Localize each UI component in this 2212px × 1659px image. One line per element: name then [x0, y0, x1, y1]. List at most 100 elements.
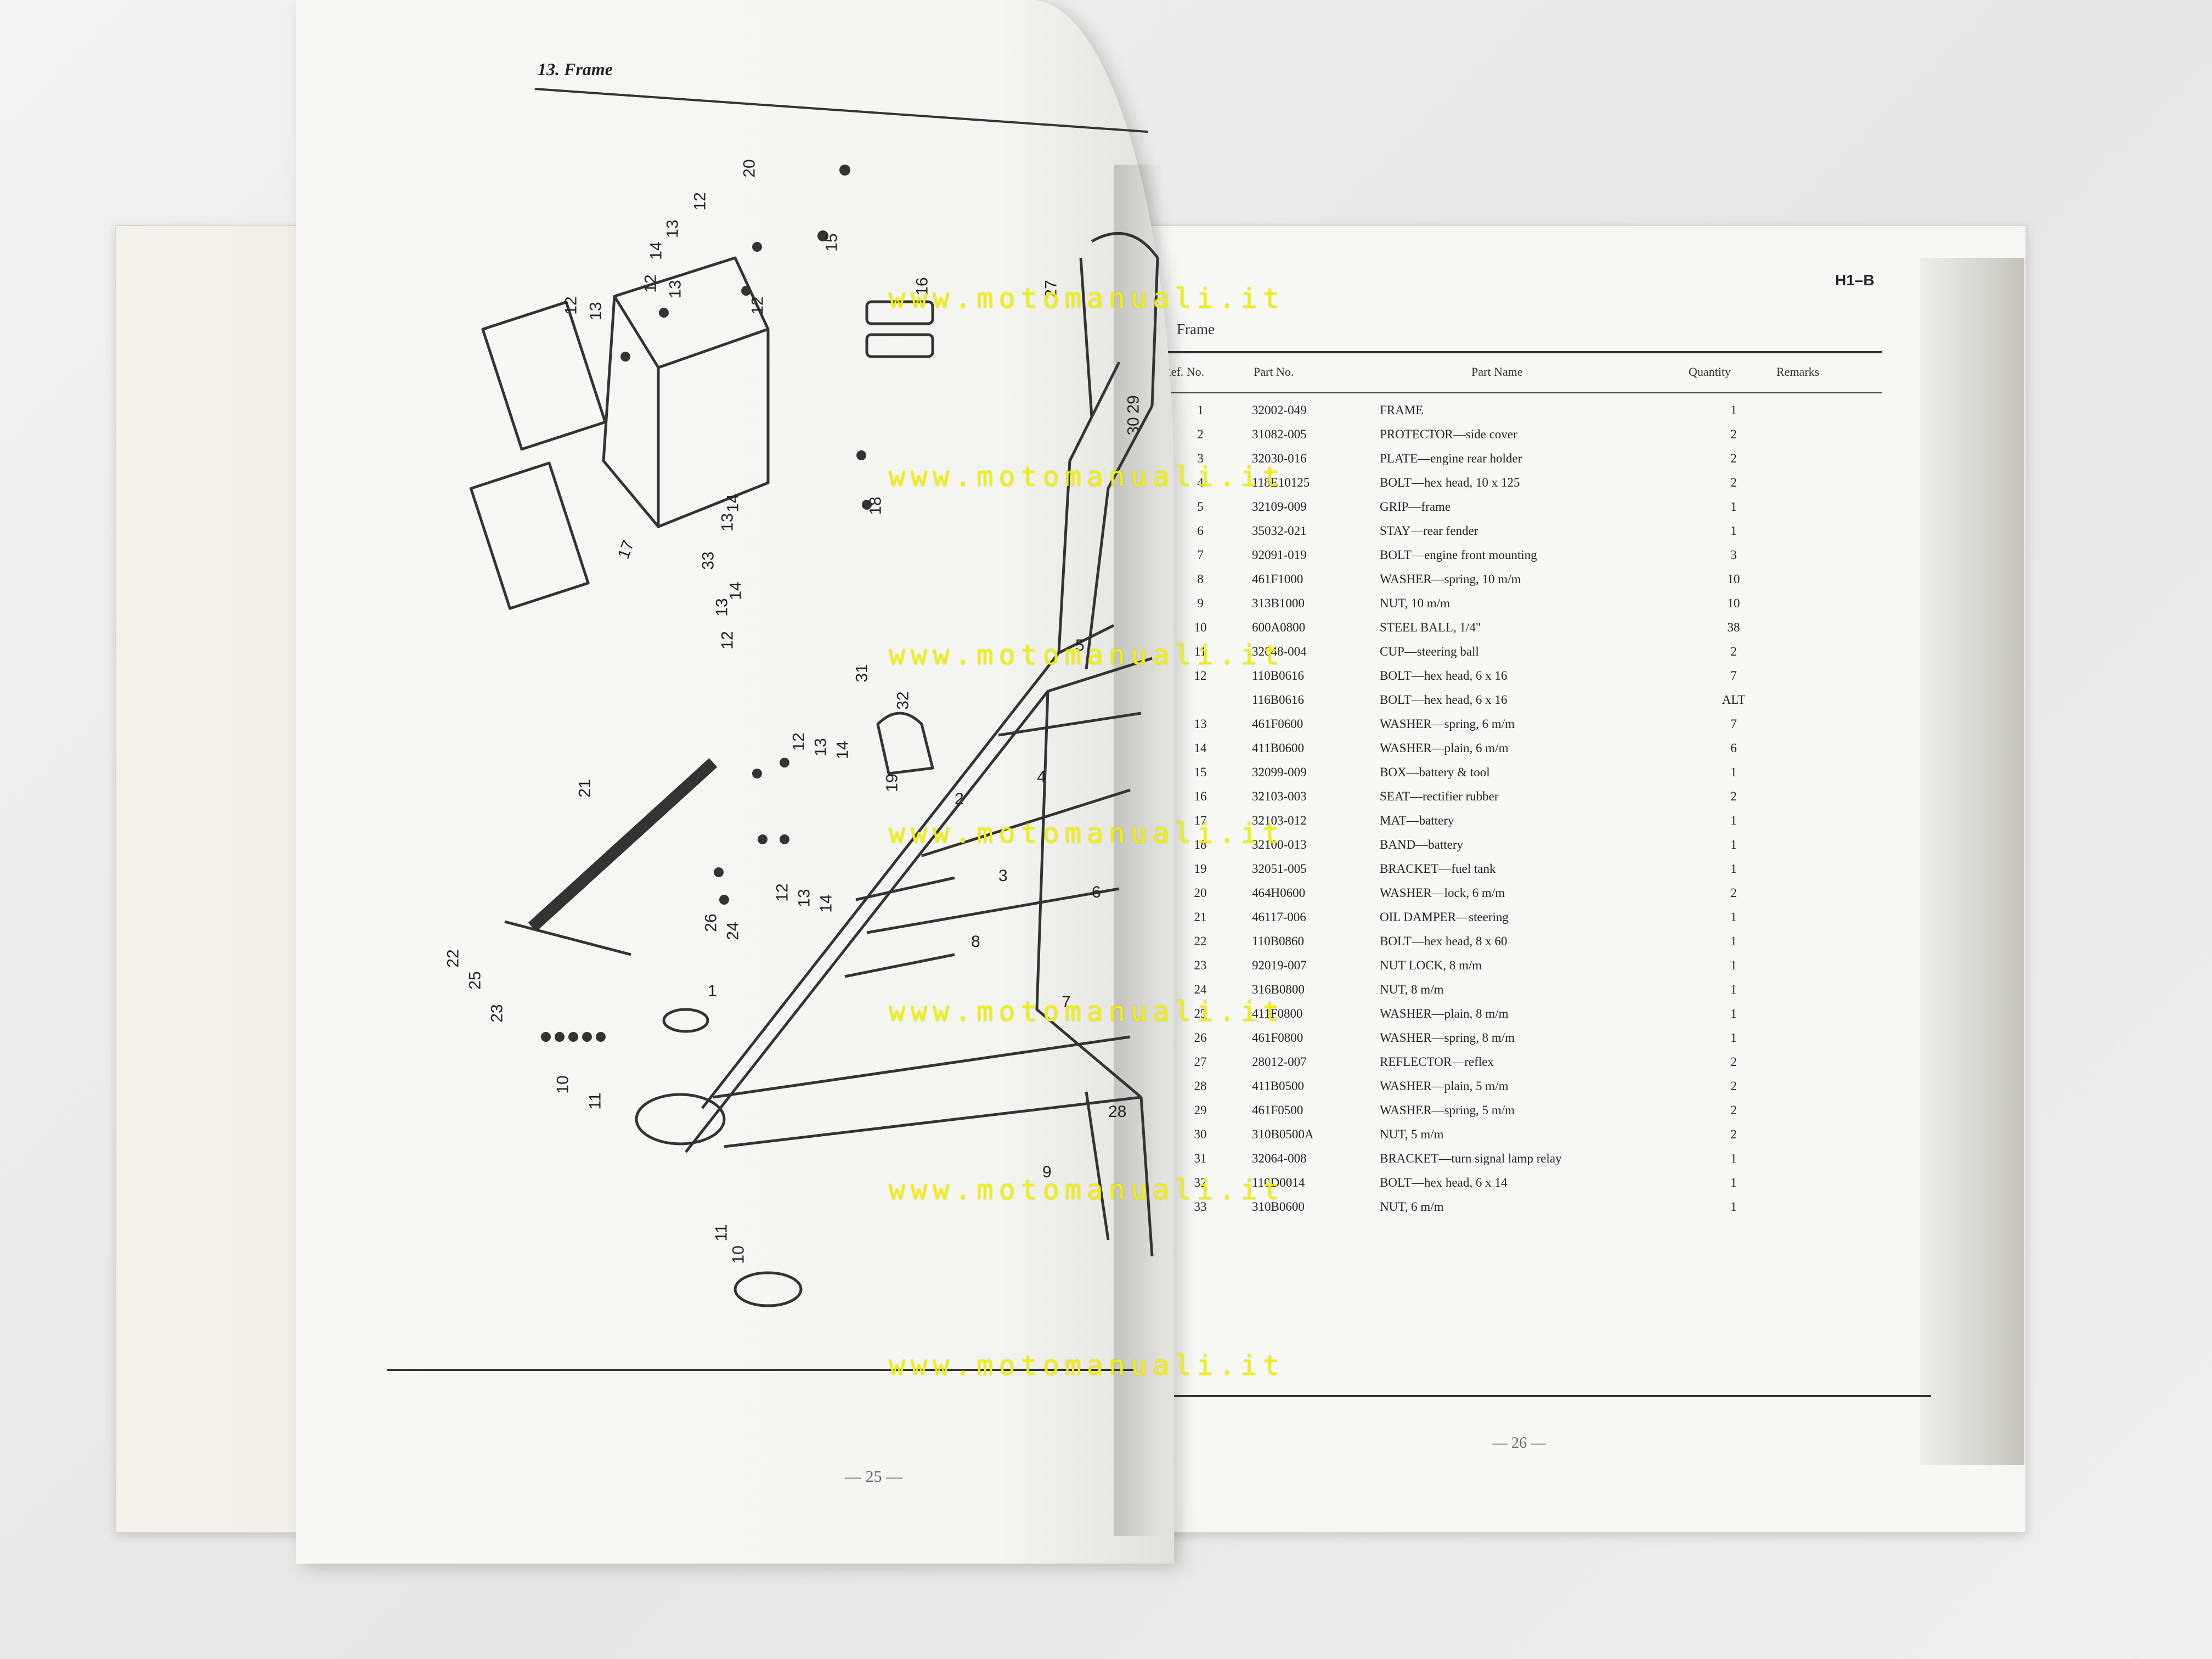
callout-label: 21 — [575, 779, 594, 798]
callout-label: 11 — [712, 1224, 731, 1242]
ref-cell: 6 — [1197, 524, 1204, 538]
quantity-cell: 2 — [1730, 645, 1737, 658]
part-no-cell: 92019-007 — [1252, 958, 1307, 972]
callout-label: 31 — [853, 664, 871, 682]
part-name-cell: WASHER—spring, 5 m/m — [1380, 1103, 1515, 1117]
callout-label: 2 — [955, 790, 964, 808]
callout-label: 10 — [729, 1245, 748, 1264]
ref-cell: 22 — [1194, 934, 1207, 948]
callout-label: 9 — [1042, 1163, 1052, 1181]
part-name-cell: REFLECTOR—reflex — [1380, 1055, 1494, 1069]
bottom-rule-right — [1141, 1395, 1931, 1397]
ref-cell: 7 — [1197, 548, 1204, 562]
part-no-cell: 32051-005 — [1252, 862, 1307, 876]
callout-label: 13 — [586, 302, 605, 320]
part-no-cell: 32109-009 — [1252, 500, 1307, 514]
callout-label: 12 — [748, 296, 767, 315]
part-name-cell: WASHER—plain, 8 m/m — [1380, 1007, 1509, 1020]
callout-label: 15 — [822, 233, 841, 252]
quantity-cell: 1 — [1730, 958, 1737, 972]
ref-cell: 8 — [1197, 572, 1204, 586]
callout-label: 32 — [894, 691, 912, 710]
quantity-cell: 2 — [1730, 1079, 1737, 1093]
quantity-cell: 10 — [1727, 572, 1740, 586]
part-name-cell: GRIP—frame — [1380, 500, 1451, 514]
ref-cell: 24 — [1194, 983, 1207, 996]
quantity-cell: 1 — [1730, 838, 1737, 851]
quantity-cell: 2 — [1730, 476, 1737, 489]
callout-label: 11 — [586, 1092, 605, 1110]
part-name-cell: BRACKET—fuel tank — [1380, 862, 1496, 876]
quantity-cell: 1 — [1730, 862, 1737, 876]
part-no-cell: 411B0600 — [1252, 741, 1304, 755]
callout-label: 19 — [883, 774, 901, 792]
callout-label: 12 — [789, 732, 808, 751]
part-no-cell: 110D0014 — [1252, 1176, 1305, 1189]
callout-label: 4 — [1037, 768, 1046, 786]
callout-label: 12 — [691, 192, 709, 211]
quantity-cell: 1 — [1730, 983, 1737, 996]
section-title: Frame — [1177, 321, 1215, 337]
part-name-cell: PLATE—engine rear holder — [1380, 452, 1522, 465]
ref-cell: 28 — [1194, 1079, 1207, 1093]
part-name-cell: NUT LOCK, 8 m/m — [1380, 958, 1482, 972]
callout-label: 30 — [1124, 417, 1143, 436]
ref-cell: 1 — [1197, 403, 1204, 417]
part-no-cell: 32064-008 — [1252, 1152, 1307, 1165]
callout-label: 6 — [1092, 883, 1101, 901]
callout-label: 20 — [740, 159, 759, 178]
ref-cell: 9 — [1197, 596, 1204, 610]
quantity-cell: 2 — [1730, 1103, 1737, 1117]
part-name-cell: STAY—rear fender — [1380, 524, 1479, 538]
part-name-cell: PROTECTOR—side cover — [1380, 427, 1517, 441]
part-name-cell: NUT, 8 m/m — [1380, 983, 1444, 996]
col-remarks-header: Remarks — [1776, 365, 1820, 379]
part-no-cell: 46117-006 — [1252, 910, 1306, 924]
callout-label: 13 — [713, 598, 731, 617]
callout-label: 22 — [444, 949, 462, 968]
callout-label: 8 — [971, 933, 980, 951]
part-no-cell: 32002-049 — [1252, 403, 1307, 417]
ref-cell: 27 — [1194, 1055, 1207, 1069]
battery-mat — [481, 301, 607, 451]
callout-label: 13 — [795, 889, 814, 907]
part-name-cell: BOLT—engine front mounting — [1380, 548, 1537, 562]
callout-label: 23 — [488, 1004, 506, 1023]
part-no-cell: 32048-004 — [1252, 645, 1307, 658]
steering-damper — [528, 758, 718, 932]
table-header-rule — [1163, 392, 1882, 393]
part-no-cell: 31082-005 — [1252, 427, 1307, 441]
part-name-cell: BRACKET—turn signal lamp relay — [1380, 1152, 1562, 1165]
part-no-cell: 32103-003 — [1252, 789, 1307, 803]
ref-cell: 29 — [1194, 1103, 1207, 1117]
quantity-cell: 1 — [1730, 814, 1737, 827]
battery-box — [602, 256, 770, 528]
part-name-cell: CUP—steering ball — [1380, 645, 1479, 658]
callout-label: 28 — [1108, 1103, 1127, 1121]
part-name-cell: OIL DAMPER—steering — [1380, 910, 1509, 924]
ref-cell: 21 — [1194, 910, 1207, 924]
callout-label: 14 — [833, 741, 852, 759]
part-no-cell: 28012-007 — [1252, 1055, 1307, 1069]
part-name-cell: BAND—battery — [1380, 838, 1464, 851]
watermark: www.motomanuali.it — [889, 283, 1285, 314]
part-no-cell: 32103-012 — [1252, 814, 1307, 827]
quantity-cell: 6 — [1730, 741, 1737, 755]
page-header: 13. Frame — [538, 59, 613, 79]
ref-cell: 15 — [1194, 765, 1207, 779]
part-no-cell: 32030-016 — [1252, 452, 1307, 465]
callout-label: 5 — [1075, 636, 1085, 654]
part-no-cell: 313B1000 — [1252, 596, 1305, 610]
watermark: www.motomanuali.it — [889, 996, 1285, 1028]
gutter-shadow — [1114, 165, 1163, 1536]
callout-label: 14 — [726, 582, 745, 600]
